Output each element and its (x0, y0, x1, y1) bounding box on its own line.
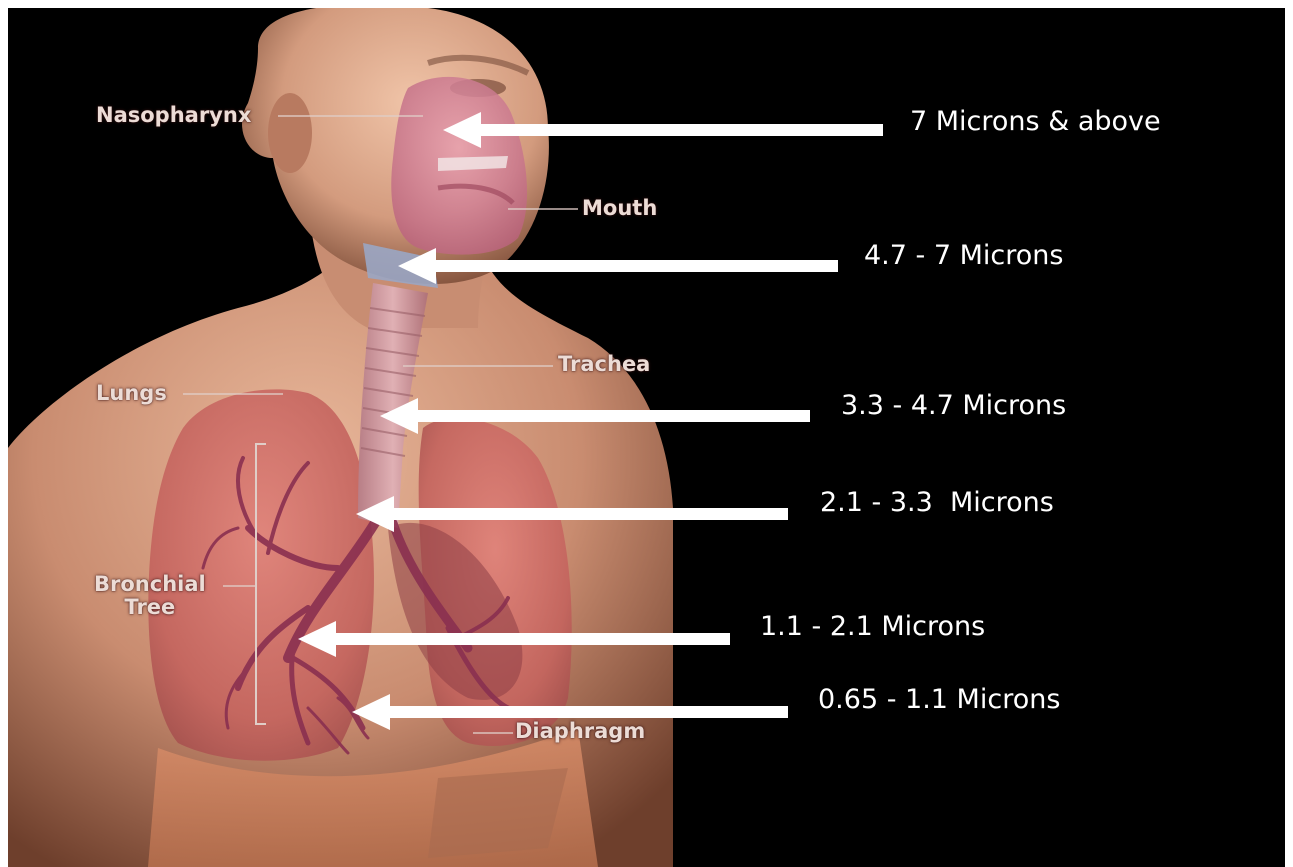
size-label-1: 7 Microns & above (910, 108, 1161, 135)
label-nasopharynx: Nasopharynx (96, 105, 251, 126)
arrow-nasopharynx (443, 110, 883, 150)
size-label-3: 3.3 - 4.7 Microns (841, 392, 1066, 419)
size-label-4: 2.1 - 3.3 Microns (820, 489, 1054, 516)
label-bronchial-tree: Bronchial Tree (94, 573, 206, 619)
arrow-trachea (380, 396, 810, 436)
label-trachea: Trachea (558, 354, 650, 375)
label-lungs: Lungs (96, 383, 167, 404)
label-mouth: Mouth (582, 198, 657, 219)
size-label-5: 1.1 - 2.1 Microns (760, 613, 985, 640)
diagram-frame: Nasopharynx Mouth Trachea Lungs Bronchia… (8, 8, 1285, 867)
arrow-alveoli (352, 692, 788, 732)
arrow-primary-bronchi (356, 494, 788, 534)
arrow-larynx (398, 246, 838, 286)
size-label-2: 4.7 - 7 Microns (864, 242, 1063, 269)
arrow-secondary-bronchi (298, 619, 730, 659)
size-label-6: 0.65 - 1.1 Microns (818, 686, 1060, 713)
